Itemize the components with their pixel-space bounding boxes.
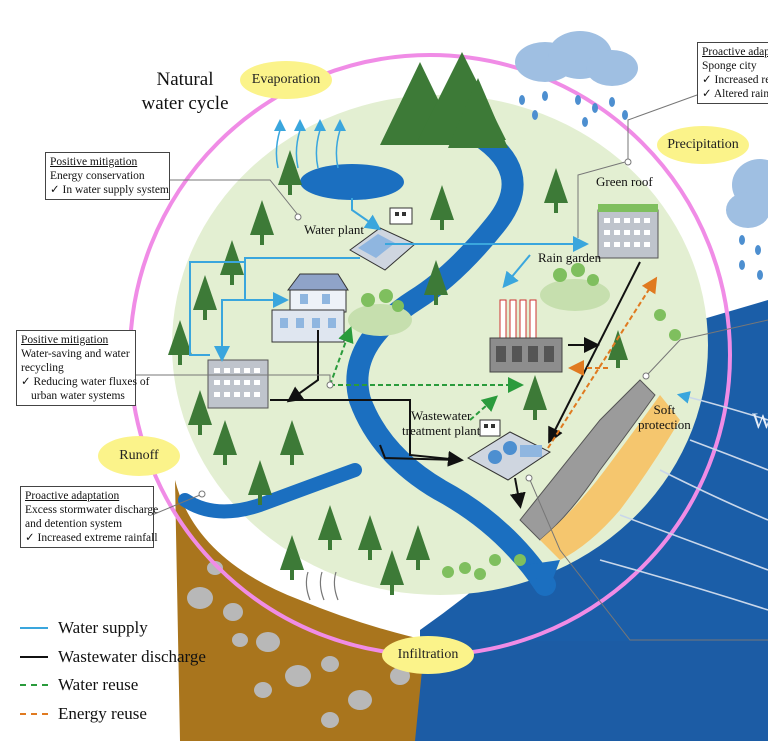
legend-label: Energy reuse: [58, 703, 147, 723]
legend-swatch: [20, 712, 48, 715]
soil-stones: [187, 561, 410, 728]
callout-heading: Proactive adapta: [702, 46, 768, 58]
soft-protection-label: Soft protection: [638, 402, 691, 432]
building-icon: [597, 204, 659, 259]
callout-line: and detention system: [25, 518, 123, 530]
callout-line: ✓ Increased re: [702, 74, 768, 86]
callout-line: ✓ Increased extreme rainfall: [25, 532, 158, 544]
wastewater-label-line-1: Wastewater: [411, 408, 472, 423]
rain-icon: [519, 91, 763, 280]
lake: [300, 164, 404, 200]
legend-swatch: [20, 684, 48, 687]
land: [172, 95, 708, 595]
wastewater-label-line-2: treatment plant: [402, 423, 481, 438]
callout-sponge-city: Proactive adapta Sponge city ✓ Increased…: [697, 42, 768, 104]
seawall: [519, 379, 656, 541]
callout-line: Energy conservation: [50, 170, 145, 182]
river-mouth-arrow: [525, 560, 560, 592]
factory-icon: [489, 299, 563, 373]
precipitation-label: Precipitation: [657, 126, 749, 164]
callout-line: ✓ Reducing water fluxes of: [21, 376, 150, 388]
runoff-label: Runoff: [98, 436, 180, 476]
evaporation-label: Evaporation: [240, 61, 332, 99]
title-line-1: Natural: [156, 69, 214, 90]
callout-stormwater: Proactive adaptation Excess stormwater d…: [20, 486, 159, 548]
wastewater-plant-label: Wastewater treatment plant: [402, 408, 480, 438]
callout-line: ✓ Altered rainf: [702, 88, 768, 100]
soft-protection-area: [540, 395, 680, 560]
green-roof-label: Green roof: [596, 174, 653, 189]
tree-icon: [168, 150, 628, 595]
soft-label-line-1: Soft: [653, 402, 676, 417]
legend-item-wastewater: Wastewater discharge: [20, 643, 206, 672]
infiltration-lines: [305, 571, 339, 601]
energy-reuse-flows: [547, 276, 658, 449]
callout-line: Water-saving and water: [21, 348, 130, 360]
building-icon: [207, 359, 269, 409]
infiltration-label: Infiltration: [382, 636, 474, 674]
cloud-icon: [515, 31, 768, 228]
callout-leaders: [133, 94, 768, 641]
wastewater-flows: [270, 261, 641, 509]
soft-label-line-2: protection: [638, 417, 691, 432]
callout-line: Sponge city: [702, 60, 757, 72]
shrub-group: [348, 263, 681, 580]
water-reuse-flows: [329, 326, 524, 421]
callout-heading: Proactive adaptation: [25, 490, 120, 502]
title-line-2: water cycle: [141, 93, 229, 114]
legend-item-energy-reuse: Energy reuse: [20, 700, 206, 729]
legend-label: Water supply: [58, 618, 148, 638]
water-plant-icon: [349, 207, 416, 271]
legend: Water supply Wastewater discharge Water …: [20, 614, 206, 728]
water-supply-flows: [189, 198, 589, 362]
legend-item-water-reuse: Water reuse: [20, 671, 206, 700]
edge-letter: W: [752, 408, 768, 433]
water-plant-label: Water plant: [304, 222, 364, 237]
tree-icon: [380, 52, 508, 148]
callout-line: Excess stormwater discharge: [25, 504, 159, 516]
callout-heading: Positive mitigation: [50, 156, 138, 168]
wave-arrows: [599, 391, 768, 611]
soil-layer: [175, 480, 425, 741]
callout-energy-conservation: Positive mitigation Energy conservation …: [45, 152, 170, 200]
legend-swatch: [20, 655, 48, 658]
sea-lower: [410, 641, 768, 741]
callout-water-recycling: Positive mitigation Water-saving and wat…: [16, 330, 150, 406]
legend-swatch: [20, 627, 48, 630]
treatment-plant-icon: [467, 419, 551, 481]
rain-garden-label: Rain garden: [538, 250, 602, 265]
callout-heading: Positive mitigation: [21, 334, 109, 346]
diagram-title: Natural water cycle: [140, 68, 230, 116]
river: [346, 119, 556, 596]
callout-line: ✓ In water supply system: [50, 184, 169, 196]
evaporation-arrow-icon: [274, 119, 346, 169]
legend-label: Water reuse: [58, 675, 139, 695]
legend-label: Wastewater discharge: [58, 646, 206, 666]
legend-item-water-supply: Water supply: [20, 614, 206, 643]
callout-line: recycling: [21, 362, 64, 374]
callout-line: urban water systems: [31, 390, 125, 402]
house-icon: [271, 273, 349, 343]
